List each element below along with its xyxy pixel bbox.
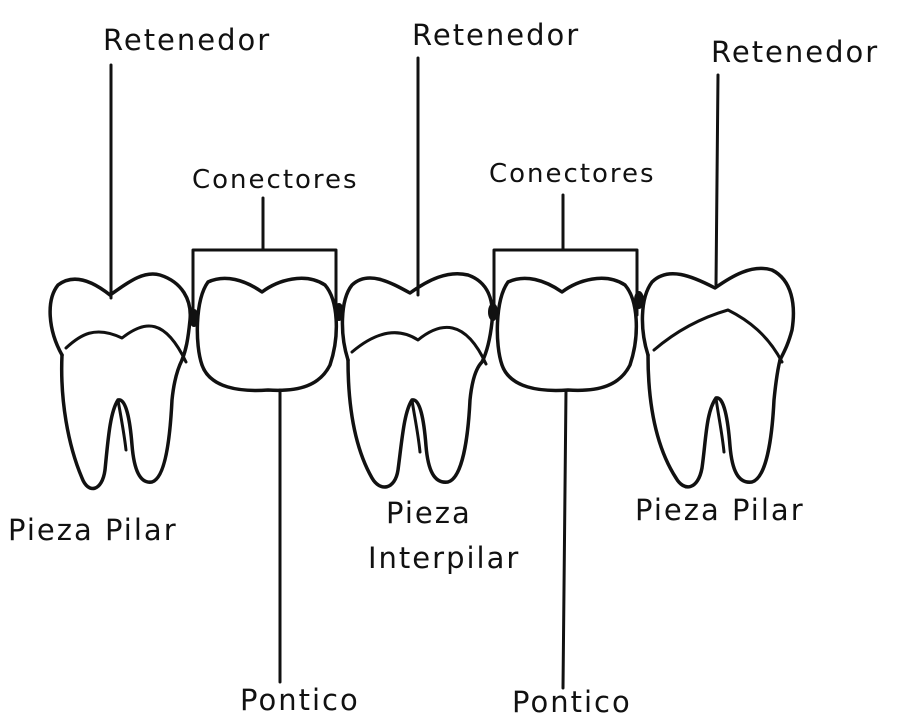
label-conectores-left: Conectores	[192, 165, 359, 195]
label-conectores-right: Conectores	[489, 159, 656, 189]
label-retenedor-middle: Retenedor	[412, 18, 580, 52]
tooth-middle-interabutment	[342, 274, 492, 487]
label-pieza-pilar-right: Pieza Pilar	[635, 493, 805, 527]
label-pieza-interpilar-line1: Pieza	[386, 496, 472, 530]
label-pontico-left: Pontico	[240, 683, 360, 717]
label-pontico-right: Pontico	[512, 685, 632, 719]
label-pieza-interpilar-line2: Interpilar	[368, 541, 520, 575]
pontic-right	[488, 250, 644, 390]
leader-retenedor-right	[716, 75, 718, 285]
leader-pontico-right	[563, 390, 566, 688]
label-retenedor-left: Retenedor	[103, 23, 271, 57]
tooth-right-abutment	[642, 268, 793, 486]
label-pieza-pilar-left: Pieza Pilar	[8, 513, 178, 547]
tooth-left-abutment	[50, 274, 190, 488]
label-retenedor-right: Retenedor	[711, 35, 879, 69]
pontic-left	[189, 250, 344, 390]
